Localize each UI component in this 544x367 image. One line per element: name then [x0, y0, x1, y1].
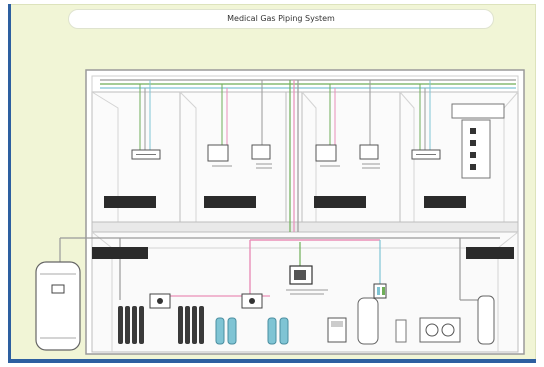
manifold-panel [149, 293, 171, 309]
gas-cylinders [215, 317, 289, 345]
cylinder-bank [118, 306, 144, 344]
manifold-panel [241, 293, 263, 309]
receiver-tank [357, 283, 387, 345]
floor-slab [91, 221, 519, 233]
wall-outlet-panel [315, 144, 380, 169]
frame-edge-bottom [8, 359, 536, 363]
cylinder-bank [178, 306, 204, 344]
room-label [466, 247, 514, 259]
compressor-unit [419, 295, 495, 345]
frame-edge-left [8, 4, 11, 363]
ceiling-outlet [411, 149, 441, 160]
pipe-network [59, 79, 516, 301]
room-label [314, 196, 366, 208]
room-label [92, 247, 148, 259]
room-label [204, 196, 256, 208]
room-label [104, 196, 156, 208]
vacuum-pump [327, 317, 347, 343]
ceiling-outlet [131, 149, 161, 160]
zone-valve-box [451, 103, 505, 179]
bulk-liquid-tank [35, 261, 81, 351]
room-label [424, 196, 466, 208]
alarm-monitor [286, 265, 328, 295]
diagram-title: Medical Gas Piping System [68, 9, 494, 29]
wall-outlet-panel [207, 144, 272, 169]
filter-unit [395, 319, 407, 343]
